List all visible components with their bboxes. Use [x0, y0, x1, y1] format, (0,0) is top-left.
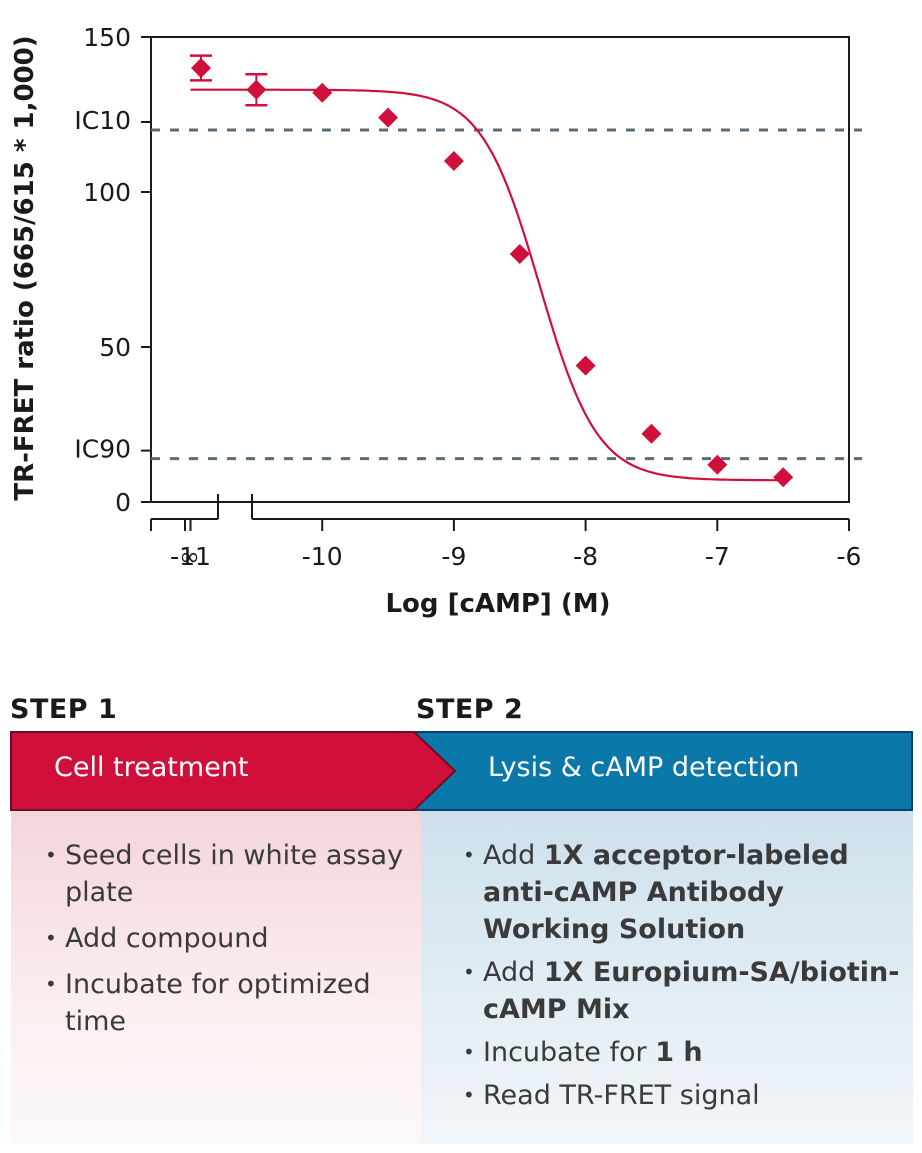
bullet-text: Add [483, 840, 544, 871]
step1-banner [10, 731, 457, 811]
y-axis-title: TR-FRET ratio (665/615 * 1,000) [10, 35, 40, 500]
x-tick-label: -10 [302, 542, 343, 571]
y-tick-label: 50 [99, 333, 131, 362]
step2-bullet: Read TR-FRET signal [463, 1077, 903, 1114]
data-point [378, 107, 399, 128]
data-point [575, 355, 596, 376]
y-tick-label: 0 [115, 488, 131, 517]
x-tick-label: -6 [837, 542, 862, 571]
step1-label: STEP 1 [10, 694, 118, 725]
step2-panel: Add 1X acceptor-labeled anti-cAMP Antibo… [421, 811, 913, 1144]
step1-panel: Seed cells in white assay plate Add comp… [11, 811, 421, 1144]
bullet-text: Add [483, 957, 544, 988]
y-tick-label: 100 [83, 178, 131, 207]
fit-curve [190, 88, 784, 482]
data-point [312, 82, 333, 103]
reference-line-label: IC10 [74, 106, 131, 135]
step2-bullet: Add 1X Europium-SA/biotin-cAMP Mix [463, 954, 903, 1028]
x-axis-title: Log [cAMP] (M) [385, 589, 610, 619]
step1-title: Cell treatment [54, 752, 249, 783]
bullet-text: Incubate for [483, 1037, 656, 1068]
bullet-bold-text: 1X Europium-SA/biotin-cAMP Mix [483, 957, 900, 1025]
plot-frame [150, 36, 850, 503]
step2-title: Lysis & cAMP detection [488, 752, 800, 783]
data-point [443, 151, 464, 171]
data-point [773, 467, 794, 488]
bullet-text: Read TR-FRET signal [483, 1080, 760, 1111]
x-tick-label: -11 [170, 542, 211, 571]
step2-bullet-list: Add 1X acceptor-labeled anti-cAMP Antibo… [463, 837, 903, 1120]
bullet-bold-text: 1 h [655, 1037, 703, 1068]
step1-bullet-list: Seed cells in white assay plate Add comp… [45, 837, 405, 1049]
step1-bullet: Seed cells in white assay plate [45, 837, 405, 911]
step2-label: STEP 2 [416, 694, 524, 725]
reference-line-label: IC90 [74, 435, 131, 464]
workflow-banner [10, 731, 913, 811]
x-tick-label: -7 [705, 542, 730, 571]
step1-bullet: Incubate for optimized time [45, 966, 405, 1040]
step1-bullet: Add compound [45, 920, 405, 957]
data-point [707, 454, 728, 475]
y-tick-label: 150 [83, 23, 131, 52]
x-tick-label: -∞ [170, 542, 200, 571]
data-point [191, 58, 211, 78]
x-tick-label: -9 [441, 542, 466, 571]
data-point [641, 423, 662, 444]
step2-bullet: Add 1X acceptor-labeled anti-cAMP Antibo… [463, 837, 903, 948]
bullet-bold-text: 1X acceptor-labeled anti-cAMP Antibody W… [483, 840, 849, 945]
x-tick-label: -8 [573, 542, 598, 571]
data-point [509, 244, 530, 264]
data-point [246, 79, 267, 100]
step2-bullet: Incubate for 1 h [463, 1034, 903, 1071]
